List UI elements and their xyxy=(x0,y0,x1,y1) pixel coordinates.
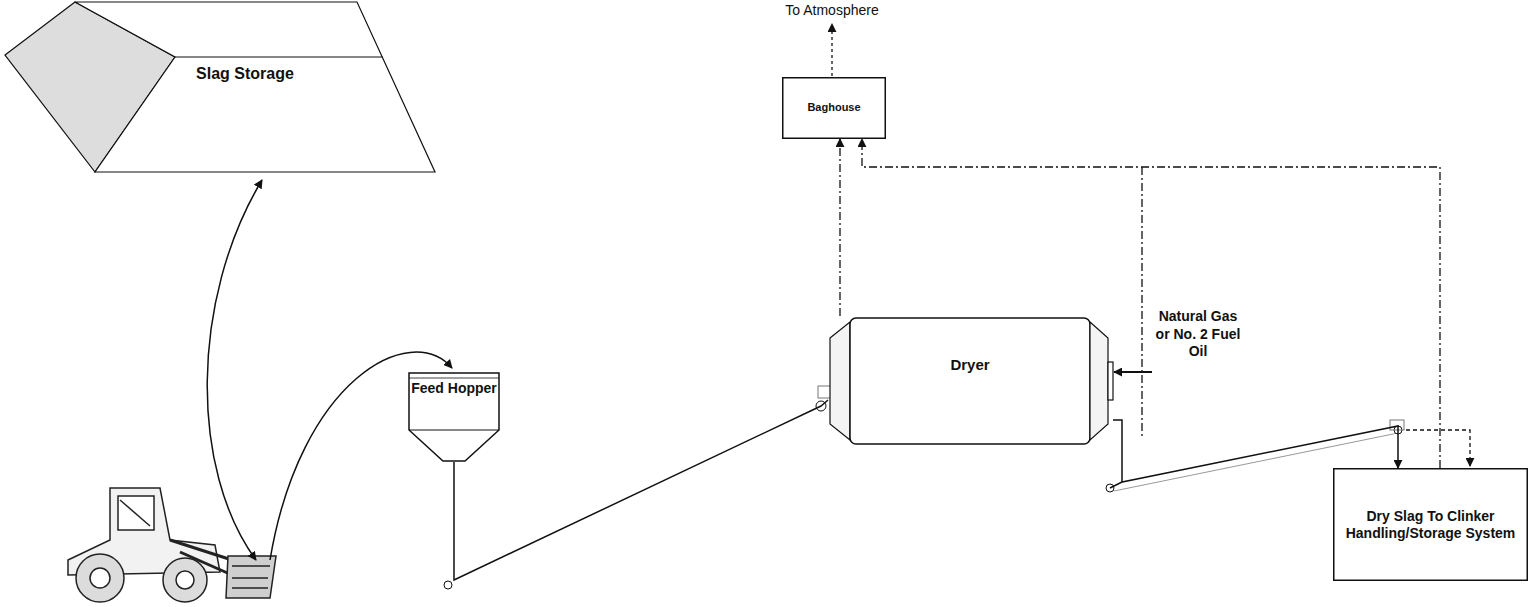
outlet-label: To Atmosphere xyxy=(772,2,892,20)
node-text: Dryer xyxy=(850,356,1090,374)
dust-duct xyxy=(1141,167,1142,438)
rotary-dryer: Dryer xyxy=(828,316,1113,446)
node-text: Feed Hopper xyxy=(408,380,500,397)
baghouse-box: Baghouse xyxy=(782,77,886,139)
node-text: Dry Slag To Clinker Handling/Storage Sys… xyxy=(1339,508,1522,542)
fuel-arrow xyxy=(1114,371,1152,373)
conveyor-belt xyxy=(1110,482,1122,488)
loader-illustration xyxy=(68,488,276,602)
dust-duct xyxy=(1406,430,1470,466)
text-holder: Dryer xyxy=(850,356,1090,374)
flow-connector xyxy=(454,400,828,580)
flow-connector xyxy=(839,139,840,316)
storage-pile: Slag Storage xyxy=(5,0,437,176)
storage-pile-outline xyxy=(5,0,437,176)
text-holder: Baghouse xyxy=(788,77,880,139)
text-holder: Dry Slag To Clinker Handling/Storage Sys… xyxy=(1339,468,1522,581)
process-box: Dry Slag To Clinker Handling/Storage Sys… xyxy=(1333,468,1528,581)
transfer-point xyxy=(1390,420,1404,430)
loader-path-arrow xyxy=(207,180,262,560)
node-text: Slag Storage xyxy=(145,64,345,83)
feed-hopper: Feed Hopper xyxy=(408,372,500,462)
node-text: Baghouse xyxy=(788,101,880,114)
exhaust-arrow xyxy=(831,24,832,76)
fuel-label: Natural Gas or No. 2 Fuel Oil xyxy=(1152,308,1244,361)
text-holder: Feed Hopper xyxy=(408,380,500,397)
text-holder: Slag Storage xyxy=(145,64,345,83)
conveyor-pulley xyxy=(444,581,452,589)
rotary-dryer-outline xyxy=(828,316,1113,446)
